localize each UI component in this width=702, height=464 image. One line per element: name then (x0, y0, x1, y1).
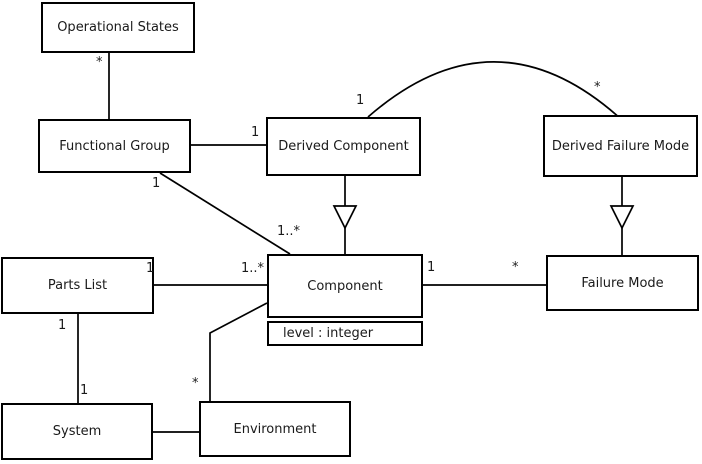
multiplicity-partslist-system-source: 1 (58, 318, 67, 333)
multiplicity-partslist-component-source: 1 (146, 261, 155, 276)
class-node-operational-states[interactable]: Operational States (41, 2, 195, 53)
class-node-functional-group[interactable]: Functional Group (38, 119, 191, 173)
edge-dcomponent-dfmode-arc (367, 61, 618, 118)
multiplicity-dcomponent-dfmode-source: 1 (356, 93, 365, 108)
class-label-parts-list: Parts List (47, 278, 108, 293)
edge-component-environment (209, 302, 268, 401)
class-label-operational-states: Operational States (57, 20, 179, 35)
class-label-failure-mode: Failure Mode (581, 275, 664, 291)
multiplicity-fgroup-component-target: 1..* (277, 224, 301, 239)
multiplicity-component-fmode-target: * (512, 260, 519, 275)
class-node-parts-list[interactable]: Parts List (1, 257, 154, 314)
generalization-triangle-icon-failure-mode (609, 205, 635, 230)
class-node-system[interactable]: System (1, 403, 153, 460)
class-label-derived-component: Derived Component (278, 139, 409, 154)
class-node-derived-failure-mode[interactable]: Derived Failure Mode (543, 115, 698, 177)
multiplicity-opstates-fgroup: * (96, 55, 103, 70)
class-label-derived-failure-mode: Derived Failure Mode (551, 138, 690, 154)
class-label-functional-group: Functional Group (59, 138, 170, 154)
generalization-triangle-icon-component (332, 205, 358, 230)
multiplicity-partslist-system-target: 1 (80, 383, 89, 398)
edge-fgroup-component (159, 172, 291, 255)
class-node-environment[interactable]: Environment (199, 401, 351, 457)
class-node-derived-component[interactable]: Derived Component (266, 117, 421, 176)
attribute-label-level-integer: level : integer (283, 326, 374, 341)
multiplicity-dcomponent-dfmode-target: * (594, 80, 601, 95)
class-label-component: Component (307, 278, 383, 294)
class-node-component[interactable]: Component (267, 254, 423, 318)
multiplicity-component-environment: * (192, 376, 199, 391)
multiplicity-component-fmode-source: 1 (427, 260, 436, 275)
class-label-environment: Environment (233, 421, 317, 437)
multiplicity-partslist-component-target: 1..* (241, 261, 265, 276)
class-node-failure-mode[interactable]: Failure Mode (546, 255, 699, 311)
multiplicity-fgroup-component-source: 1 (152, 176, 161, 191)
class-node-component-attributes[interactable]: level : integer (267, 321, 423, 346)
multiplicity-fgroup-dcomponent: 1 (251, 125, 260, 140)
class-label-system: System (52, 424, 102, 439)
